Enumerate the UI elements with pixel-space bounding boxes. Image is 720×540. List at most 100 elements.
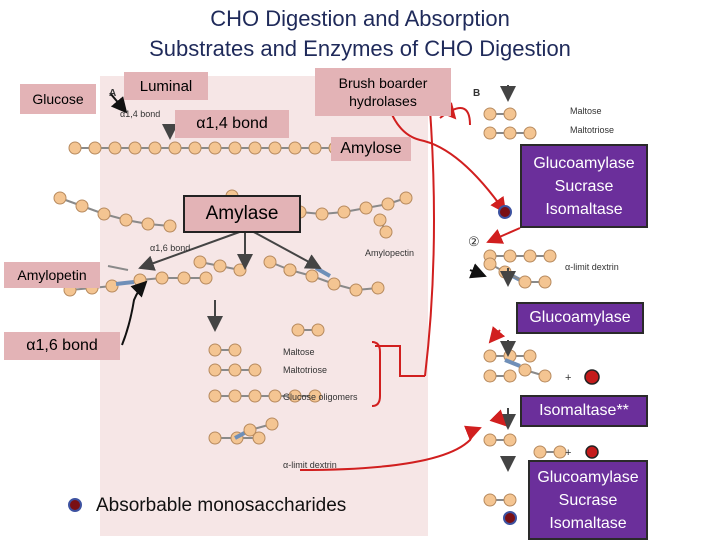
glucose-unit	[141, 217, 155, 231]
glucose-unit	[381, 197, 395, 211]
glucose-unit	[228, 363, 242, 377]
glucose-unit	[177, 271, 191, 285]
glucose-unit	[188, 141, 202, 155]
b-maltotriose-label: Maltotriose	[570, 125, 614, 135]
glycosidic-bond	[504, 358, 521, 368]
b-maltose-label: Maltose	[570, 106, 602, 116]
isomaltase-box: Isomaltase**	[520, 395, 648, 427]
maltose-label: Maltose	[283, 347, 315, 357]
glucose-unit	[483, 369, 497, 383]
glucose-oligomers-label: Glucose oligomers	[283, 392, 358, 402]
alimit-label-a: α-limit dextrin	[283, 460, 337, 470]
amylase-label: Amylase	[183, 195, 301, 233]
glucose-unit	[503, 107, 517, 121]
glucose-unit	[503, 126, 517, 140]
b-alimit-label: α-limit dextrin	[565, 262, 619, 272]
glucose-unit	[208, 389, 222, 403]
glucose-unit	[228, 141, 242, 155]
glucose-unit	[155, 271, 169, 285]
glucose-unit	[311, 323, 325, 337]
glucose-label: Glucose	[20, 84, 96, 114]
glucose-unit	[265, 417, 279, 431]
glucose-unit	[163, 219, 177, 233]
glucose-unit	[97, 207, 111, 221]
glucose-unit	[308, 389, 322, 403]
glucose-unit	[379, 225, 393, 239]
glucose-unit	[518, 363, 532, 377]
figure-small-text: A α1,4 bond α1,6 bond Amylopectin Maltos…	[109, 88, 619, 470]
glucose-unit	[148, 141, 162, 155]
glycosidic-bond	[315, 266, 331, 278]
glucose-unit	[248, 389, 262, 403]
glucose-unit	[371, 281, 385, 295]
luminal-label: Luminal	[124, 72, 208, 100]
glucose-unit	[543, 249, 557, 263]
glucose-unit	[483, 349, 497, 363]
glucose-unit	[105, 279, 119, 293]
glucose-unit	[243, 423, 257, 437]
panel-b-letter: B	[473, 88, 480, 99]
a14-bond-label: α1,4 bond	[120, 109, 160, 119]
glucose-chains	[53, 107, 567, 507]
svg-text:+: +	[565, 447, 571, 459]
glucose-unit	[75, 199, 89, 213]
glucose-unit	[88, 141, 102, 155]
glucoamylase-box: Glucoamylase	[516, 302, 644, 334]
glucose-unit	[208, 343, 222, 357]
amylase-arrows	[138, 85, 516, 472]
glucose-unit	[168, 141, 182, 155]
svg-text:+: +	[565, 372, 571, 384]
brush-border-label: Brush boarder hydrolases	[315, 68, 451, 116]
glucose-unit	[315, 207, 329, 221]
glucose-unit	[128, 141, 142, 155]
monosaccharide-dots	[68, 205, 600, 525]
amylose-label: Amylose	[331, 137, 411, 161]
glucose-unit	[252, 431, 266, 445]
glucose-unit	[503, 433, 517, 447]
glucose-unit	[213, 259, 227, 273]
maltotriose-label: Maltotriose	[283, 365, 327, 375]
glucose-unit	[108, 141, 122, 155]
glucose-unit	[68, 141, 82, 155]
glucose-unit	[503, 493, 517, 507]
glucose-unit	[268, 389, 282, 403]
slide-title: CHO Digestion and Absorption	[210, 6, 510, 31]
glucose-unit	[503, 249, 517, 263]
glucose-unit	[533, 445, 547, 459]
glucose-unit	[373, 213, 387, 227]
glycosidic-bond	[107, 265, 129, 271]
panel-a-letter: A	[109, 88, 116, 99]
glucose-unit	[228, 343, 242, 357]
glucose-unit	[288, 389, 302, 403]
glucose-unit	[327, 277, 341, 291]
glucose-unit	[538, 275, 552, 289]
glucose-unit	[523, 126, 537, 140]
glucose-unit	[199, 271, 213, 285]
glucose-unit	[268, 141, 282, 155]
enzymes-top-box: Glucoamylase Sucrase Isomaltase	[520, 144, 648, 228]
enzymes-bottom-box: Glucoamylase Sucrase Isomaltase	[528, 460, 648, 540]
glucose-unit	[523, 349, 537, 363]
glucose-unit	[53, 191, 67, 205]
glucose-unit	[483, 126, 497, 140]
glucose-unit	[263, 255, 277, 269]
glucose-unit	[337, 205, 351, 219]
glycosidic-bond	[115, 280, 135, 286]
glucose-unit	[553, 445, 567, 459]
glucose-unit	[119, 213, 133, 227]
glucose-unit	[288, 141, 302, 155]
glucose-unit	[483, 107, 497, 121]
bond-callout-arrows	[109, 92, 487, 346]
glucose-unit	[283, 263, 297, 277]
glucose-unit	[483, 433, 497, 447]
glucose-unit	[248, 363, 262, 377]
glucose-unit	[523, 249, 537, 263]
a16-bond-label: α1,6 bond	[150, 243, 190, 253]
step-2-marker: ②	[468, 234, 480, 249]
glucose-unit	[208, 431, 222, 445]
absorbable-label: Absorbable monosaccharides	[96, 495, 347, 516]
glucose-unit	[399, 191, 413, 205]
oligomer-bracket	[371, 341, 381, 407]
glucose-unit	[208, 141, 222, 155]
glucose-unit	[208, 363, 222, 377]
